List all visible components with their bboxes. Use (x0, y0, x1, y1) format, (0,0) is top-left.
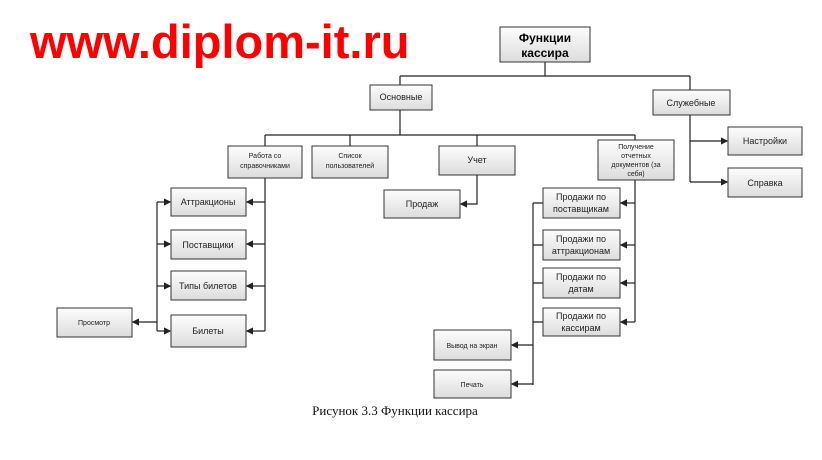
account-label: Учет (467, 155, 486, 165)
report-item-node: Продажи по кассирам (542, 307, 621, 337)
report-item-label: Продажи по (556, 234, 606, 244)
settings-label: Настройки (743, 136, 787, 146)
reports-label-3: документов (за (611, 162, 660, 169)
ref-item-node: Аттракционы (170, 187, 247, 217)
refs-label-1: Работа со (249, 152, 282, 160)
refs-node: Работа со справочниками (227, 145, 303, 179)
service-label: Служебные (667, 98, 716, 108)
help-label: Справка (747, 178, 782, 188)
figure-caption: Рисунок 3.3 Функции кассира (312, 403, 478, 418)
view-label: Просмотр (78, 320, 110, 327)
settings-node: Настройки (727, 126, 803, 156)
ref-item-label: Билеты (192, 326, 223, 336)
reports-label-1: Получение (618, 144, 654, 151)
watermark: www.diplom-it.ru (29, 15, 409, 68)
report-item-label: аттракционам (552, 246, 610, 256)
report-item-node: Продажи по поставщикам (542, 187, 621, 219)
sales-node: Продаж (383, 189, 461, 219)
report-item-node: Продажи по датам (542, 267, 621, 299)
ref-item-node: Билеты (170, 314, 247, 348)
main-node: Основные (369, 84, 433, 111)
screen-output-label: Вывод на экран (446, 343, 497, 350)
refs-label-2: справочниками (240, 163, 290, 170)
ref-item-label: Аттракционы (181, 197, 236, 207)
users-node: Список пользователей (311, 145, 389, 179)
report-item-node: Продажи по аттракционам (542, 229, 621, 261)
ref-item-label: Типы билетов (179, 281, 237, 291)
reports-label-2: отчетных (621, 153, 651, 160)
report-item-label: кассирам (561, 323, 600, 333)
users-label-1: Список (338, 153, 362, 160)
view-node: Просмотр (56, 307, 133, 338)
help-node: Справка (727, 167, 803, 198)
report-item-label: Продажи по (556, 272, 606, 282)
users-label-2: пользователей (326, 162, 374, 170)
root-label-1: Функции (519, 31, 571, 45)
report-item-label: датам (568, 284, 593, 294)
print-node: Печать (433, 369, 512, 399)
ref-item-label: Поставщики (182, 240, 233, 250)
root-label-2: кассира (521, 46, 569, 60)
connectors (131, 62, 729, 388)
ref-item-node: Типы билетов (170, 270, 247, 301)
sales-label: Продаж (406, 199, 439, 209)
reports-label-4: себя) (627, 170, 644, 178)
main-label: Основные (380, 92, 423, 102)
screen-output-node: Вывод на экран (433, 329, 512, 361)
ref-item-node: Поставщики (170, 229, 247, 260)
report-item-label: Продажи по (556, 311, 606, 321)
report-item-label: поставщикам (553, 204, 609, 214)
print-label: Печать (461, 382, 484, 389)
report-item-label: Продажи по (556, 192, 606, 202)
service-node: Служебные (652, 89, 731, 116)
account-node: Учет (438, 145, 516, 176)
